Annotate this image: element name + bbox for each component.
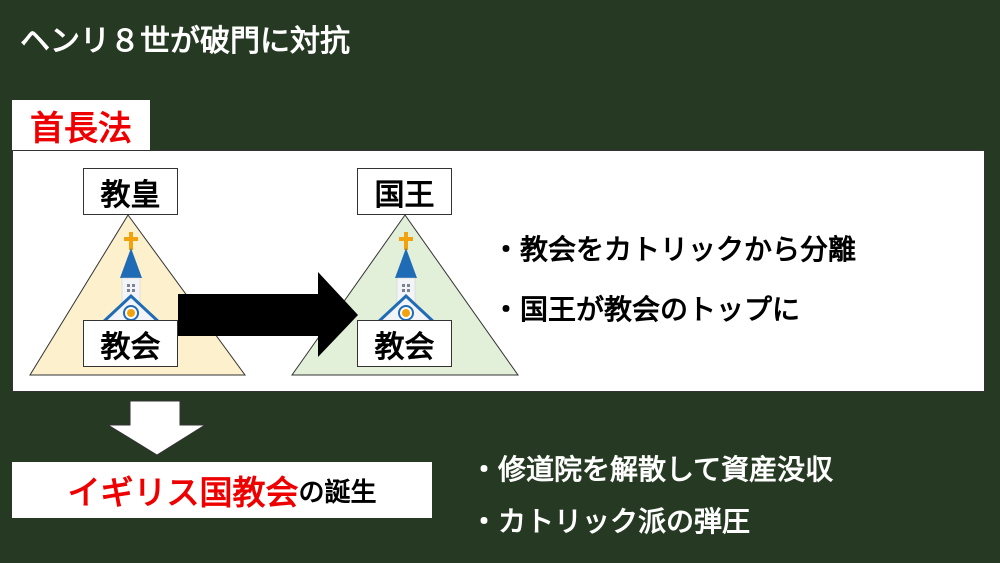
- church-box-after: 教会: [357, 320, 452, 367]
- result-highlight: イギリス国教会: [67, 473, 299, 512]
- pope-box: 教皇: [83, 168, 178, 215]
- result-item: ・修道院を解散して資産没収: [470, 453, 834, 486]
- law-label: 首長法: [12, 100, 150, 150]
- king-box: 国王: [357, 168, 452, 215]
- church-box-before: 教会: [83, 320, 178, 367]
- down-arrow: [106, 400, 207, 456]
- result-box: イギリス国教会 の誕生: [12, 462, 432, 518]
- result-suffix: の誕生: [298, 477, 377, 508]
- effect-item: ・国王が教会のトップに: [492, 293, 801, 326]
- slide-title: ヘンリ８世が破門に対抗: [20, 24, 350, 59]
- transition-arrow: [178, 272, 358, 357]
- result-item: ・カトリック派の弾圧: [470, 505, 751, 538]
- effect-item: ・教会をカトリックから分離: [492, 233, 857, 266]
